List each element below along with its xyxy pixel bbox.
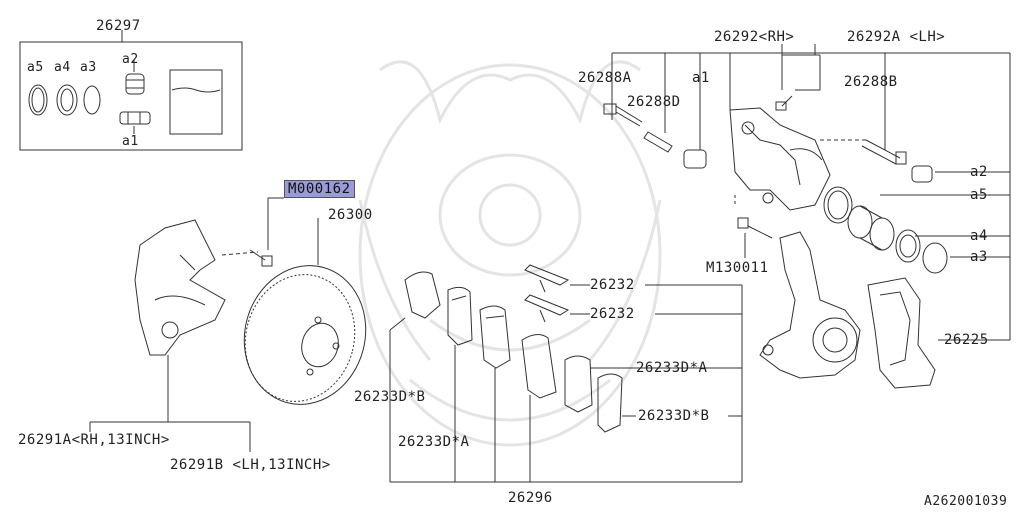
figure-id: A262001039 — [924, 494, 1008, 509]
bolt-m130011[interactable] — [737, 217, 773, 239]
label-26288b: 26288B — [844, 74, 898, 90]
label-right-a2: a2 — [970, 164, 988, 180]
inner-shim-26233d-a[interactable] — [521, 334, 557, 399]
label-26297: 26297 — [96, 18, 141, 34]
label-26288a: 26288A — [578, 70, 632, 86]
label-26233da-left: 26233D*A — [398, 434, 470, 450]
bolt-m000162[interactable] — [249, 249, 273, 267]
bolt-26288a[interactable] — [603, 103, 643, 127]
dust-boot-a4[interactable] — [895, 229, 921, 263]
bolt-26288b[interactable] — [861, 139, 907, 165]
kit-boot-a2[interactable] — [125, 73, 145, 95]
label-26291a: 26291A<RH,13INCH> — [18, 432, 170, 448]
pad-clip-upper[interactable] — [524, 264, 570, 293]
backing-plate[interactable] — [134, 219, 226, 356]
piston[interactable] — [847, 205, 895, 251]
shim-right-a[interactable] — [564, 355, 593, 413]
selected-part-m000162[interactable]: M000162 — [284, 180, 355, 198]
label-26288d: 26288D — [627, 94, 681, 110]
label-right-a5: a5 — [970, 187, 988, 203]
boot-a1[interactable] — [683, 149, 707, 169]
label-26232-upper: 26232 — [590, 277, 635, 293]
watermark-emblem — [358, 60, 662, 447]
label-26233da-right: 26233D*A — [636, 360, 708, 376]
pin-26288d[interactable] — [643, 131, 673, 153]
brake-pad-inner[interactable] — [479, 305, 511, 369]
label-kit-a2: a2 — [122, 52, 139, 67]
label-right-a3: a3 — [970, 249, 988, 265]
label-kit-a5: a5 — [27, 60, 44, 75]
piston-seal-a5[interactable] — [823, 186, 853, 224]
bleeder-bolt[interactable] — [775, 95, 793, 111]
kit-seal-a4[interactable] — [56, 84, 78, 116]
label-m130011: M130011 — [706, 260, 769, 276]
label-26225: 26225 — [944, 332, 989, 348]
label-26232-lower: 26232 — [590, 306, 635, 322]
label-kit-a1: a1 — [122, 134, 139, 149]
label-26233db-left: 26233D*B — [354, 389, 426, 405]
outer-shim-26233d-b[interactable] — [404, 271, 441, 319]
label-26300: 26300 — [328, 207, 373, 223]
ring-a3[interactable] — [922, 242, 948, 274]
boot-a2[interactable] — [911, 165, 933, 183]
brake-pad-outer[interactable] — [447, 286, 473, 346]
shim-right-b[interactable] — [597, 373, 623, 433]
kit-seal-a5[interactable] — [28, 84, 48, 116]
label-a1: a1 — [692, 70, 710, 86]
kit-grease-pack[interactable] — [169, 69, 223, 135]
label-26296: 26296 — [508, 490, 553, 506]
label-26292a-lh: 26292A <LH> — [847, 29, 946, 45]
caliper-body[interactable] — [729, 107, 831, 211]
label-26292-rh: 26292<RH> — [714, 29, 795, 45]
kit-ring-a3[interactable] — [83, 85, 101, 115]
kit-pin-a1[interactable] — [119, 111, 151, 125]
pad-clip-lower[interactable] — [524, 294, 570, 323]
brake-rotor[interactable] — [229, 252, 381, 418]
caliper-bracket-26225[interactable] — [867, 277, 936, 389]
kit-box — [19, 41, 243, 151]
label-kit-a3: a3 — [80, 60, 97, 75]
label-26233db-right: 26233D*B — [638, 408, 710, 424]
label-kit-a4: a4 — [54, 60, 71, 75]
label-right-a4: a4 — [970, 228, 988, 244]
steering-knuckle[interactable] — [759, 231, 861, 379]
label-26291b: 26291B <LH,13INCH> — [170, 457, 331, 473]
